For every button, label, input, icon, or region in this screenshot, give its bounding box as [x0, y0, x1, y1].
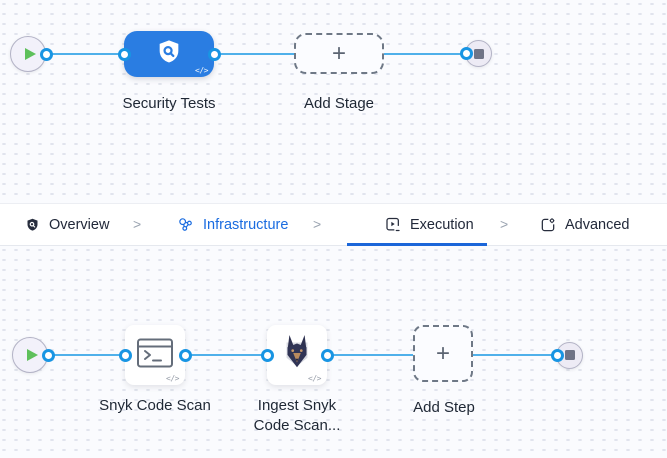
tab-label: Infrastructure: [203, 216, 289, 233]
tab-advanced[interactable]: Advanced: [540, 204, 630, 245]
stage-label: Security Tests: [122, 95, 216, 112]
tab-infrastructure[interactable]: Infrastructure: [177, 204, 288, 245]
play-icon: [24, 48, 36, 60]
add-step-button[interactable]: +: [413, 325, 473, 382]
connector-dot[interactable]: [117, 47, 131, 61]
add-stage-button[interactable]: +: [294, 33, 384, 74]
connector-line: [46, 52, 126, 56]
add-stage-label: Add Stage: [303, 95, 375, 112]
connector-line: [382, 52, 466, 56]
snyk-dog-icon: [278, 333, 316, 378]
code-badge[interactable]: </>: [308, 374, 321, 383]
stop-icon: [564, 350, 575, 360]
plus-icon: +: [331, 39, 346, 67]
connector-dot[interactable]: [459, 47, 473, 60]
security-shield-icon: [155, 38, 183, 71]
code-badge[interactable]: </>: [166, 374, 179, 383]
connector-dot[interactable]: [207, 47, 221, 61]
connector-dot[interactable]: [320, 348, 334, 362]
chevron-right-icon: >: [500, 216, 509, 232]
execution-icon: [385, 216, 401, 233]
overview-shield-icon: [25, 217, 40, 233]
tab-execution[interactable]: Execution: [385, 204, 474, 245]
terminal-icon: [136, 337, 174, 374]
code-badge[interactable]: </>: [195, 66, 208, 75]
infrastructure-icon: [177, 216, 194, 233]
step-card-snyk-code-scan[interactable]: </>: [125, 325, 185, 385]
active-tab-underline: [347, 243, 487, 246]
advanced-gear-icon: [540, 217, 556, 233]
tab-overview[interactable]: Overview: [25, 204, 109, 245]
tab-label: Advanced: [565, 216, 630, 233]
add-step-label: Add Step: [413, 399, 475, 416]
connector-dot[interactable]: [260, 348, 274, 362]
connector-line: [326, 353, 415, 357]
play-icon: [26, 349, 38, 361]
stage-graph-canvas[interactable]: </> Security Tests + Add Stage: [0, 0, 667, 203]
connector-dot[interactable]: [39, 47, 53, 61]
connector-dot[interactable]: [41, 348, 55, 362]
connector-line: [184, 353, 269, 357]
connector-line: [212, 52, 296, 56]
step-label: Ingest Snyk Code Scan...: [253, 397, 341, 434]
step-label: Snyk Code Scan: [99, 397, 211, 414]
tab-label: Overview: [49, 216, 110, 233]
stop-icon: [473, 48, 484, 59]
connector-dot[interactable]: [118, 348, 132, 362]
step-card-ingest-snyk[interactable]: </>: [267, 325, 327, 385]
chevron-right-icon: >: [313, 216, 322, 232]
execution-graph-canvas[interactable]: </> Snyk Code Scan </> Ingest: [0, 246, 667, 458]
connector-dot[interactable]: [550, 348, 564, 362]
connector-line: [48, 353, 128, 357]
connector-dot[interactable]: [178, 348, 192, 362]
stage-card-security-tests[interactable]: </>: [124, 31, 214, 77]
chevron-right-icon: >: [133, 216, 142, 232]
stage-config-tab-bar: Overview > Infrastructure >: [0, 203, 667, 246]
tab-label: Execution: [410, 216, 474, 233]
execution-end-node[interactable]: [556, 341, 583, 369]
connector-line: [471, 353, 558, 357]
plus-icon: +: [435, 339, 450, 367]
